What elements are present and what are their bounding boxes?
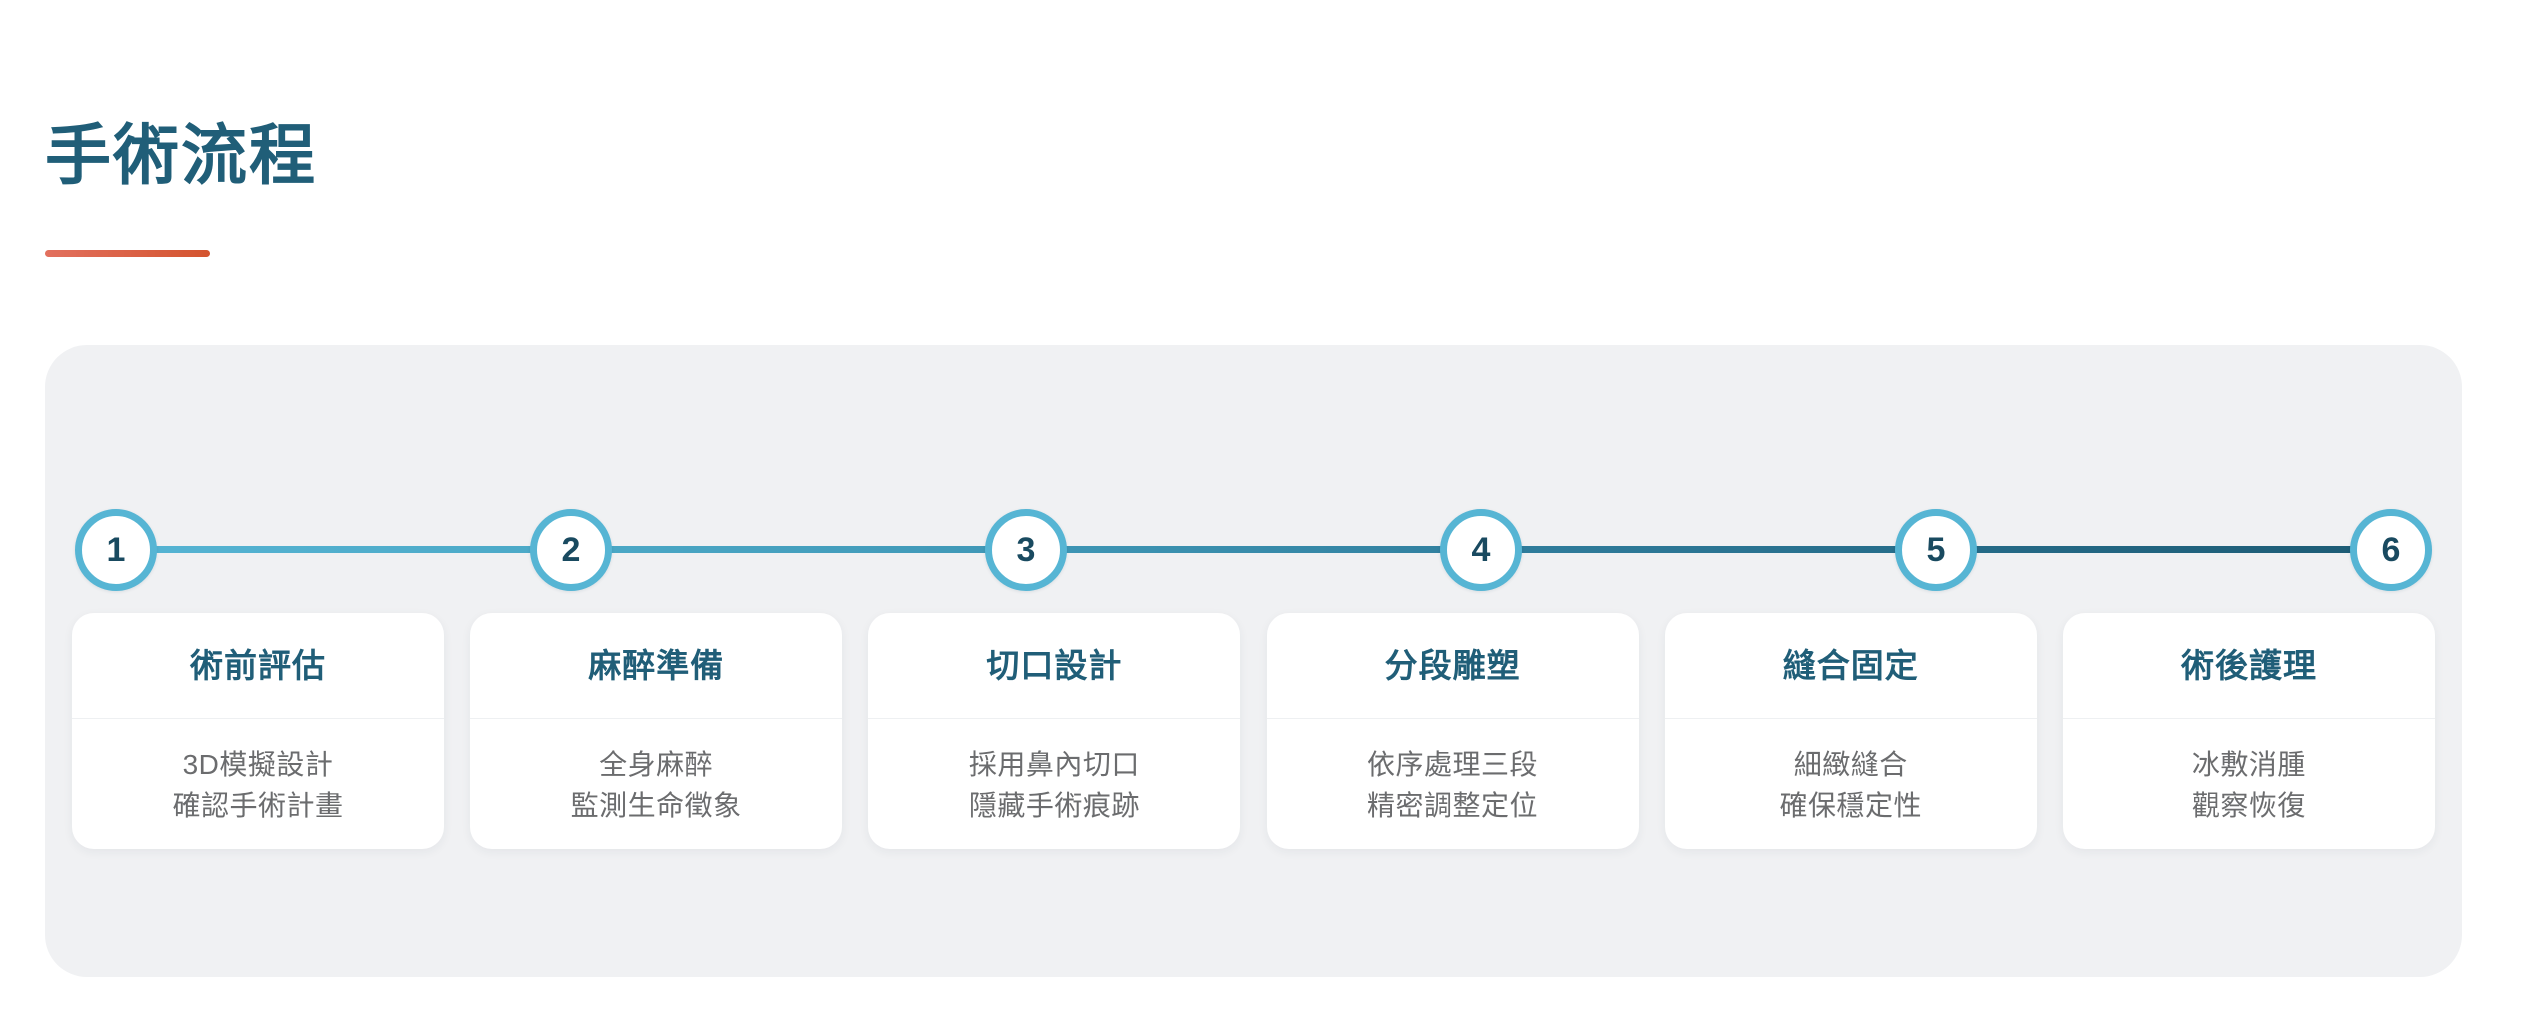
step-card-detail-line: 細緻縫合 <box>1793 749 1908 781</box>
step-card-title: 切口設計 <box>986 647 1123 684</box>
step-card-title: 分段雕塑 <box>1384 647 1521 684</box>
step-card-detail-line: 全身麻醉 <box>599 749 714 781</box>
step-card-3[interactable]: 切口設計 採用鼻內切口 隱藏手術痕跡 <box>868 613 1241 849</box>
step-card-2[interactable]: 麻醉準備 全身麻醉 監測生命徵象 <box>470 613 843 849</box>
step-card-title: 術後護理 <box>2180 647 2317 684</box>
step-card-detail-line: 3D模擬設計 <box>182 749 334 781</box>
step-card-title: 縫合固定 <box>1782 647 1919 684</box>
step-card-header: 縫合固定 <box>1664 613 2037 719</box>
step-card-body: 細緻縫合 確保穩定性 <box>1665 719 2037 849</box>
title-accent-rule <box>45 250 210 257</box>
step-card-detail-line: 監測生命徵象 <box>570 790 742 821</box>
step-card-header: 術前評估 <box>72 613 444 719</box>
timeline-step-nodes: 1 2 3 4 5 6 <box>75 509 2432 591</box>
step-card-5[interactable]: 縫合固定 細緻縫合 確保穩定性 <box>1664 613 2037 849</box>
step-card-body: 採用鼻內切口 隱藏手術痕跡 <box>868 719 1240 849</box>
step-card-detail-line: 隱藏手術痕跡 <box>968 790 1140 821</box>
step-card-title: 術前評估 <box>190 647 326 684</box>
step-card-header: 切口設計 <box>868 613 1241 719</box>
surgery-process-timeline-panel: 1 2 3 4 5 6 術前評估 <box>45 345 2462 977</box>
step-card-header: 分段雕塑 <box>1266 613 1639 719</box>
step-card-detail-line: 依序處理三段 <box>1367 749 1539 781</box>
step-card-body: 依序處理三段 精密調整定位 <box>1267 719 1639 849</box>
step-node-1[interactable]: 1 <box>75 509 157 591</box>
step-node-5[interactable]: 5 <box>1895 509 1977 591</box>
step-card-1[interactable]: 術前評估 3D模擬設計 確認手術計畫 <box>72 613 444 849</box>
step-number-label: 5 <box>1926 531 1946 569</box>
step-card-body: 冰敷消腫 觀察恢復 <box>2063 719 2435 849</box>
step-node-3[interactable]: 3 <box>985 509 1067 591</box>
step-number-label: 1 <box>106 531 126 569</box>
step-node-2[interactable]: 2 <box>530 509 612 591</box>
step-card-detail-line: 精密調整定位 <box>1367 790 1539 821</box>
step-number-label: 6 <box>2381 531 2401 569</box>
step-node-4[interactable]: 4 <box>1440 509 1522 591</box>
step-card-header: 術後護理 <box>2062 613 2435 719</box>
step-card-detail-line: 冰敷消腫 <box>2191 749 2306 781</box>
timeline-step-cards: 術前評估 3D模擬設計 確認手術計畫 麻醉準備 全身麻醉 監測生命徵象 切口 <box>72 613 2435 849</box>
step-card-detail-line: 確保穩定性 <box>1779 790 1922 821</box>
step-card-detail-line: 觀察恢復 <box>2191 790 2306 821</box>
step-number-label: 2 <box>561 531 581 569</box>
page-title: 手術流程 <box>45 118 317 193</box>
timeline-connector-line <box>85 546 2420 553</box>
step-node-6[interactable]: 6 <box>2350 509 2432 591</box>
step-card-6[interactable]: 術後護理 冰敷消腫 觀察恢復 <box>2062 613 2435 849</box>
step-number-label: 4 <box>1471 531 1491 569</box>
step-card-body: 全身麻醉 監測生命徵象 <box>470 719 842 849</box>
step-card-detail-line: 確認手術計畫 <box>172 790 344 821</box>
step-number-label: 3 <box>1016 531 1036 569</box>
step-card-4[interactable]: 分段雕塑 依序處理三段 精密調整定位 <box>1266 613 1639 849</box>
step-card-header: 麻醉準備 <box>470 613 843 719</box>
step-card-title: 麻醉準備 <box>588 647 725 684</box>
step-card-body: 3D模擬設計 確認手術計畫 <box>72 719 444 849</box>
step-card-detail-line: 採用鼻內切口 <box>968 749 1140 781</box>
